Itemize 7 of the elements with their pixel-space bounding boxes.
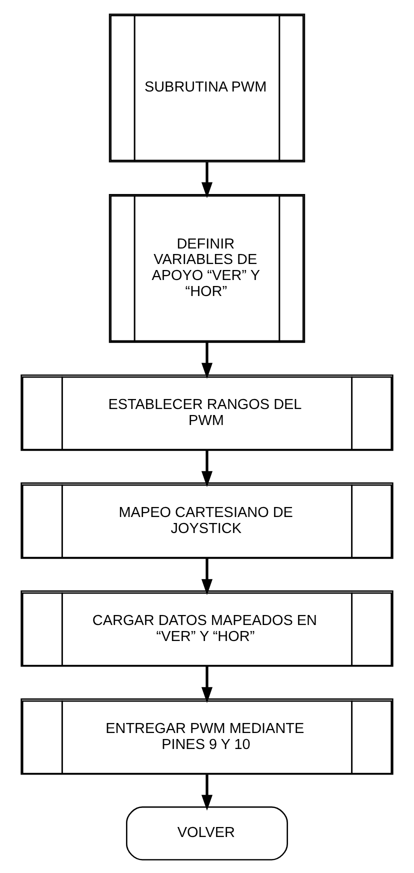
arrow (201, 342, 213, 378)
arrow (201, 450, 213, 486)
arrow (201, 774, 213, 810)
arrow (201, 558, 213, 594)
node-box: VOLVER (126, 806, 288, 860)
arrow (201, 666, 213, 702)
arrow (201, 162, 213, 198)
